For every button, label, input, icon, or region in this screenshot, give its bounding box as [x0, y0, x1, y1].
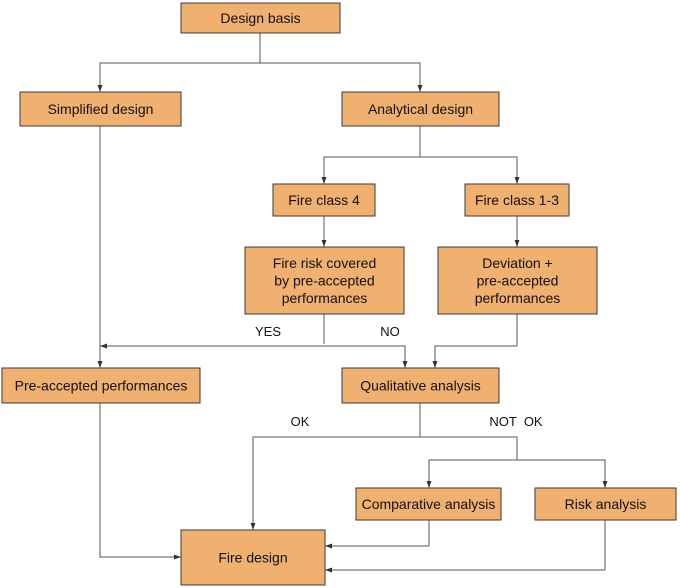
edge-basis-to-analytical	[260, 62, 423, 92]
node-label: Fire class 1-3	[475, 192, 559, 208]
node-label-line-1: Fire risk covered	[273, 255, 376, 271]
edge-ok-to-firedesign	[250, 436, 420, 530]
node-risk-analysis: Risk analysis	[534, 487, 677, 521]
edge-analytical-to-class13	[420, 156, 520, 184]
edge-deviation-to-qualitative	[432, 314, 518, 368]
connectors	[97, 33, 608, 573]
edge-labels: YES NO OK NOT OK	[255, 324, 543, 429]
node-label-line-2: pre-accepted	[477, 273, 559, 289]
node-qualitative-analysis: Qualitative analysis	[341, 367, 500, 404]
edge-label-no: NO	[380, 324, 400, 339]
edge-notok-to-comparative	[426, 459, 517, 488]
node-label: Pre-accepted performances	[15, 378, 188, 394]
node-design-basis: Design basis	[180, 2, 341, 34]
edge-label-not-ok: NOT OK	[489, 414, 543, 429]
node-label-line-3: performances	[282, 290, 368, 306]
node-label: Fire design	[218, 550, 287, 566]
node-analytical-design: Analytical design	[341, 91, 500, 127]
node-label-line-1: Deviation +	[482, 255, 552, 271]
edge-notok-stem	[420, 436, 518, 460]
node-fire-design: Fire design	[180, 529, 326, 586]
edge-basis-to-simplified	[97, 62, 260, 92]
node-label: Design basis	[220, 10, 300, 26]
node-label-line-2: by pre-accepted	[274, 273, 374, 289]
edge-preaccepted-to-firedesign	[99, 403, 181, 560]
node-label: Analytical design	[368, 101, 473, 117]
node-label: Simplified design	[48, 101, 154, 117]
node-fire-class-4: Fire class 4	[272, 183, 376, 217]
edge-risk-to-firedesign	[325, 520, 606, 573]
node-pre-accepted-performances: Pre-accepted performances	[1, 367, 201, 404]
node-comparative-analysis: Comparative analysis	[355, 487, 502, 521]
edge-notok-to-risk	[517, 459, 608, 488]
node-simplified-design: Simplified design	[19, 91, 182, 127]
node-label: Qualitative analysis	[360, 378, 481, 394]
node-fire-risk-covered: Fire risk covered by pre-accepted perfor…	[244, 246, 405, 315]
edge-comparative-to-firedesign	[325, 520, 430, 549]
edge-label-yes: YES	[255, 324, 281, 339]
node-label: Comparative analysis	[362, 496, 496, 512]
node-fire-class-1-3: Fire class 1-3	[464, 183, 570, 217]
edge-no-to-qualitative	[324, 345, 408, 368]
node-label: Fire class 4	[288, 192, 360, 208]
node-label-line-3: performances	[475, 290, 561, 306]
node-label: Risk analysis	[565, 496, 647, 512]
edge-label-ok: OK	[291, 414, 310, 429]
node-deviation: Deviation + pre-accepted performances	[437, 246, 598, 315]
edge-analytical-to-class4	[321, 156, 420, 184]
